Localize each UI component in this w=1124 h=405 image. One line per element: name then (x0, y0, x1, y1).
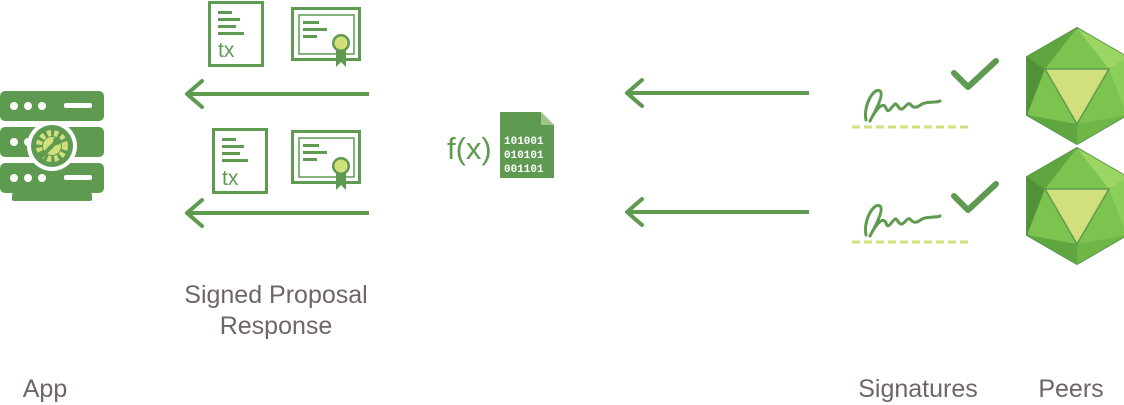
left-arrow-icon (625, 197, 811, 227)
certificate-icon (291, 7, 361, 69)
binary-line: 101001 (504, 136, 544, 148)
peer-icosahedron-icon (1026, 27, 1124, 145)
tx-label: tx (218, 39, 235, 62)
checkmark-icon (954, 184, 996, 210)
signed-proposal-response-line-1: Signed Proposal (184, 281, 368, 309)
signed-proposal-response-line-2: Response (219, 312, 333, 340)
binary-line: 001101 (504, 164, 544, 176)
app-label: App (22, 375, 68, 403)
signed-proposal-response-label: Signed Proposal Response (156, 280, 396, 342)
tx-label: tx (222, 167, 239, 190)
signatures-label: Signatures (858, 375, 978, 403)
left-arrow-icon (185, 198, 371, 228)
signature-icon (850, 88, 972, 129)
function-label: f(x) (447, 131, 492, 166)
peer-icosahedron-icon (1026, 147, 1124, 265)
settings-gear-icon (36, 130, 68, 162)
checkmark-icon (954, 61, 996, 87)
signature-icon (850, 203, 972, 244)
certificate-icon (291, 130, 361, 192)
left-arrow-icon (625, 78, 811, 108)
peers-label: Peers (1038, 375, 1104, 403)
chaincode-file-icon (500, 112, 554, 178)
binary-line: 010101 (504, 150, 544, 162)
left-arrow-icon (185, 79, 371, 109)
